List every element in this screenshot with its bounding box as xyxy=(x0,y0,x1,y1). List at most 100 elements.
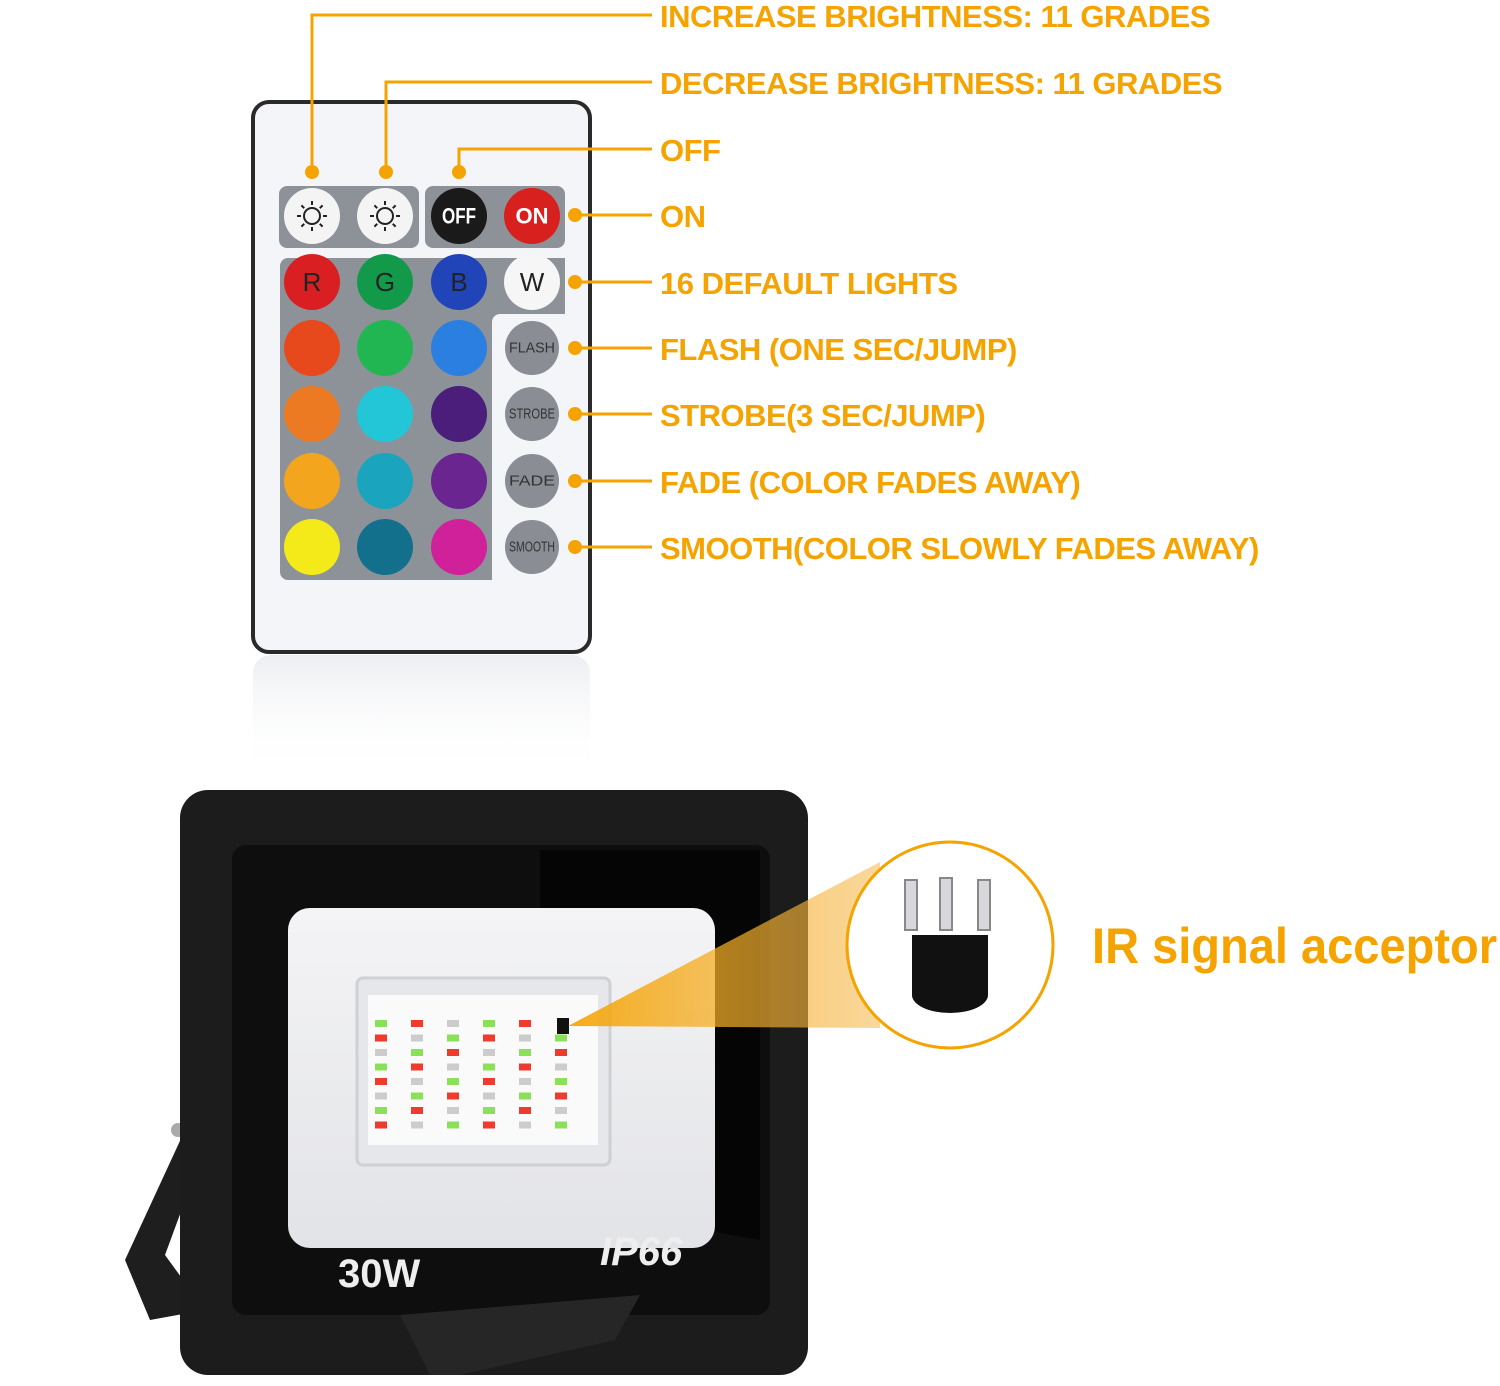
button-color-6[interactable] xyxy=(431,386,487,442)
led-chip xyxy=(483,1034,495,1042)
button-label: ON xyxy=(516,204,549,229)
led-chip xyxy=(519,1078,531,1085)
ir-zoom-circle xyxy=(845,840,1055,1050)
ir-sensor-icon xyxy=(912,935,988,1013)
button-on[interactable]: ON xyxy=(504,188,560,244)
callout-off: OFF xyxy=(660,133,721,168)
led-chip xyxy=(447,1107,459,1114)
button-color-9[interactable] xyxy=(431,453,487,509)
led-chip xyxy=(411,1020,423,1027)
led-chip xyxy=(411,1121,423,1129)
led-chip xyxy=(483,1121,495,1129)
callout-increase-brightness: INCREASE BRIGHTNESS: 11 GRADES xyxy=(660,0,1210,34)
sun-up-icon xyxy=(297,201,327,231)
button-label: FLASH xyxy=(509,340,555,357)
led-chip xyxy=(447,1034,459,1042)
ir-signal-acceptor-label: IR signal acceptor xyxy=(1092,918,1497,974)
button-green[interactable]: G xyxy=(357,254,413,310)
led-chip xyxy=(447,1121,459,1129)
callout-fade: FADE (COLOR FADES AWAY) xyxy=(660,465,1080,500)
led-chip xyxy=(375,1092,387,1100)
callout-on: ON xyxy=(660,199,706,234)
button-color-5[interactable] xyxy=(357,386,413,442)
led-chip xyxy=(519,1092,531,1100)
led-chip xyxy=(555,1063,567,1071)
button-smooth[interactable]: SMOOTH xyxy=(505,520,559,574)
button-label: B xyxy=(450,267,467,297)
floodlight: 30W IP66 xyxy=(125,790,808,1375)
button-brightness-down[interactable] xyxy=(357,188,413,244)
led-chip xyxy=(411,1034,423,1042)
callout-strobe: STROBE(3 SEC/JUMP) xyxy=(660,398,985,433)
callout-decrease-brightness: DECREASE BRIGHTNESS: 11 GRADES xyxy=(660,66,1222,101)
callout-default-lights: 16 DEFAULT LIGHTS xyxy=(660,266,958,301)
button-flash[interactable]: FLASH xyxy=(505,321,559,375)
led-chip xyxy=(375,1034,387,1042)
led-chip xyxy=(375,1078,387,1085)
button-white[interactable]: W xyxy=(504,254,560,310)
zoom-beam xyxy=(568,862,880,1028)
sun-down-icon xyxy=(370,201,400,231)
button-label: OFF xyxy=(442,204,476,229)
callout-labels: INCREASE BRIGHTNESS: 11 GRADES DECREASE … xyxy=(660,0,1259,566)
led-chip xyxy=(519,1107,531,1114)
led-chip xyxy=(447,1063,459,1071)
led-chip xyxy=(483,1063,495,1071)
button-label: R xyxy=(303,267,322,297)
led-chip xyxy=(519,1063,531,1071)
button-red[interactable]: R xyxy=(284,254,340,310)
button-label: SMOOTH xyxy=(509,539,555,556)
led-chip xyxy=(555,1121,567,1129)
callout-lines xyxy=(310,13,652,549)
led-chip xyxy=(483,1107,495,1114)
callout-flash: FLASH (ONE SEC/JUMP) xyxy=(660,332,1017,367)
button-color-4[interactable] xyxy=(284,386,340,442)
led-chip xyxy=(375,1049,387,1056)
led-array xyxy=(375,1020,567,1129)
button-brightness-up[interactable] xyxy=(284,188,340,244)
led-chip xyxy=(447,1078,459,1085)
button-color-12[interactable] xyxy=(431,519,487,575)
led-chip xyxy=(483,1020,495,1027)
button-color-3[interactable] xyxy=(431,320,487,376)
led-chip xyxy=(411,1078,423,1085)
button-fade[interactable]: FADE xyxy=(505,454,559,508)
led-chip xyxy=(483,1049,495,1056)
button-label: STROBE xyxy=(509,406,555,423)
led-chip xyxy=(555,1092,567,1100)
ir-receiver xyxy=(557,1018,569,1034)
led-chip xyxy=(411,1092,423,1100)
button-color-1[interactable] xyxy=(284,320,340,376)
button-strobe[interactable]: STROBE xyxy=(505,387,559,441)
led-chip xyxy=(375,1107,387,1114)
led-chip xyxy=(375,1121,387,1129)
button-label: W xyxy=(520,267,545,297)
callout-dots xyxy=(305,165,582,554)
button-color-10[interactable] xyxy=(284,519,340,575)
button-label: FADE xyxy=(509,473,555,490)
led-chip xyxy=(411,1107,423,1114)
button-color-2[interactable] xyxy=(357,320,413,376)
led-chip xyxy=(555,1049,567,1056)
led-chip xyxy=(375,1063,387,1071)
led-chip xyxy=(483,1092,495,1100)
button-off[interactable]: OFF xyxy=(431,188,487,244)
led-chip xyxy=(519,1049,531,1056)
led-chip xyxy=(483,1078,495,1085)
led-chip xyxy=(447,1020,459,1027)
led-chip xyxy=(555,1034,567,1042)
ip-rating-label: IP66 xyxy=(600,1230,683,1274)
button-color-7[interactable] xyxy=(284,453,340,509)
led-chip xyxy=(411,1063,423,1071)
led-chip xyxy=(375,1020,387,1027)
button-blue[interactable]: B xyxy=(431,254,487,310)
wattage-label: 30W xyxy=(338,1252,420,1296)
button-label: G xyxy=(375,267,395,297)
led-chip xyxy=(555,1107,567,1114)
led-chip xyxy=(411,1049,423,1056)
button-color-8[interactable] xyxy=(357,453,413,509)
led-chip xyxy=(519,1121,531,1129)
button-color-11[interactable] xyxy=(357,519,413,575)
callout-smooth: SMOOTH(COLOR SLOWLY FADES AWAY) xyxy=(660,531,1259,566)
